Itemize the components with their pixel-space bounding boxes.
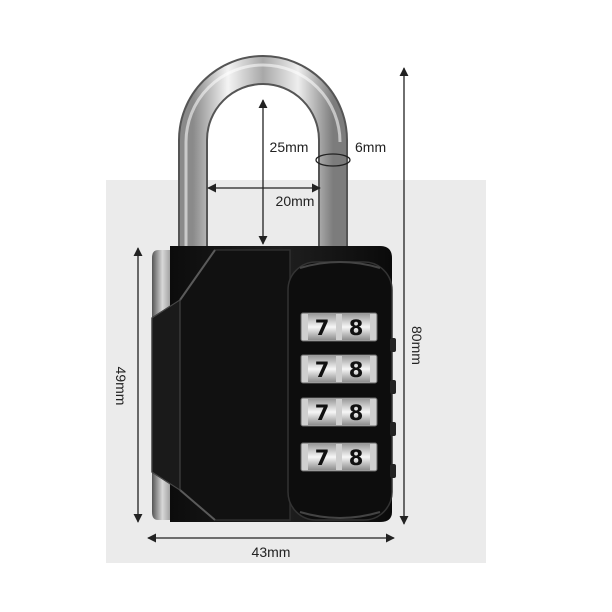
dial-wheel[interactable] — [308, 356, 336, 382]
dial-wheel[interactable] — [308, 314, 336, 340]
dial-digit: 7 — [315, 358, 330, 382]
dial-wheel[interactable] — [342, 399, 370, 425]
body-width-label: 43mm — [252, 544, 291, 560]
dial-wheel[interactable] — [342, 356, 370, 382]
dial-digit: 7 — [315, 446, 330, 470]
dial-wheel[interactable] — [308, 399, 336, 425]
lock-body — [151, 246, 396, 522]
body-height-label: 49mm — [113, 367, 129, 406]
dial-row[interactable]: 7 8 — [300, 312, 378, 342]
dial-digit: 8 — [349, 401, 364, 425]
dial-wheel[interactable] — [342, 314, 370, 340]
combination-dials: 7 8 7 8 7 8 7 8 — [300, 312, 378, 472]
dimension-lines — [133, 67, 409, 543]
dial-wheel[interactable] — [342, 444, 370, 470]
dial-digit: 7 — [315, 401, 330, 425]
dimension-labels: 25mm 6mm 20mm 80mm 49mm 43mm — [113, 139, 425, 560]
dial-row[interactable]: 7 8 — [300, 354, 378, 384]
dial-row[interactable]: 7 8 — [300, 442, 378, 472]
dial-digit: 8 — [349, 316, 364, 340]
dial-digit: 8 — [349, 358, 364, 382]
total-height-label: 80mm — [409, 326, 425, 365]
shackle-height-label: 25mm — [270, 139, 309, 155]
shackle-width-label: 20mm — [276, 193, 315, 209]
dial-row[interactable]: 7 8 — [300, 397, 378, 427]
dial-digit: 8 — [349, 446, 364, 470]
shackle-diameter-label: 6mm — [355, 139, 386, 155]
dial-wheel[interactable] — [308, 444, 336, 470]
shackle — [178, 55, 348, 250]
dial-digit: 7 — [315, 316, 330, 340]
shackle-diameter-ring — [315, 153, 351, 167]
